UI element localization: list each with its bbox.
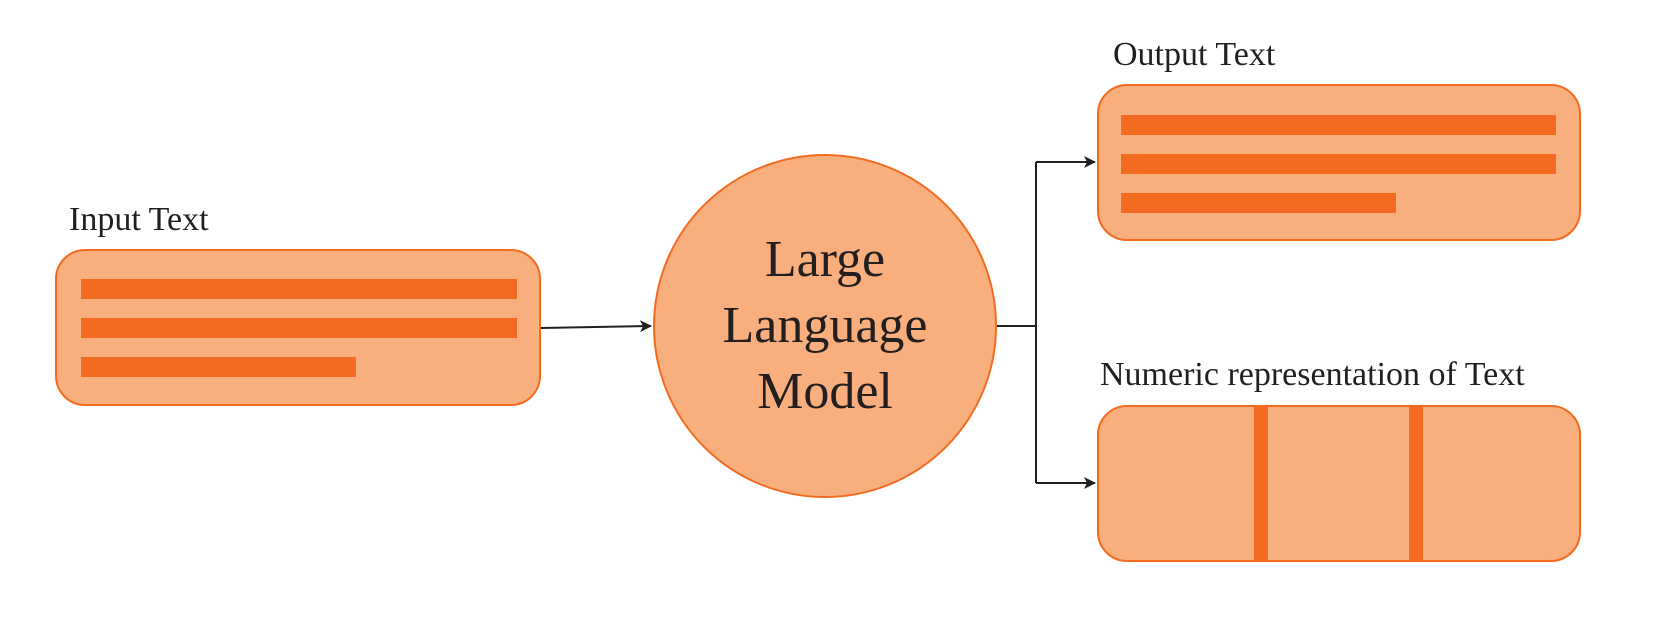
output-text-label: Output Text — [1113, 36, 1276, 73]
numeric-representation-label: Numeric representation of Text — [1100, 356, 1525, 393]
llm-circle: Large Language Model — [653, 154, 997, 498]
llm-title: Large Language Model — [722, 227, 927, 425]
llm-title-line-1: Large — [764, 231, 886, 288]
input-text-line-1 — [81, 279, 517, 299]
numeric-representation-box — [1097, 405, 1581, 562]
output-text-line-2 — [1121, 154, 1556, 174]
output-text-line-3 — [1121, 193, 1396, 213]
output-text-line-1 — [1121, 115, 1556, 135]
input-text-line-3 — [81, 357, 356, 377]
numeric-divider-2 — [1409, 407, 1423, 560]
input-text-line-2 — [81, 318, 517, 338]
llm-title-line-2: Language — [722, 297, 928, 354]
input-text-label: Input Text — [69, 201, 209, 238]
input-to-llm-arrow — [540, 320, 652, 333]
numeric-divider-1 — [1254, 407, 1268, 560]
input-text-box — [55, 249, 541, 406]
llm-title-line-3: Model — [757, 363, 893, 420]
output-text-box — [1097, 84, 1581, 241]
